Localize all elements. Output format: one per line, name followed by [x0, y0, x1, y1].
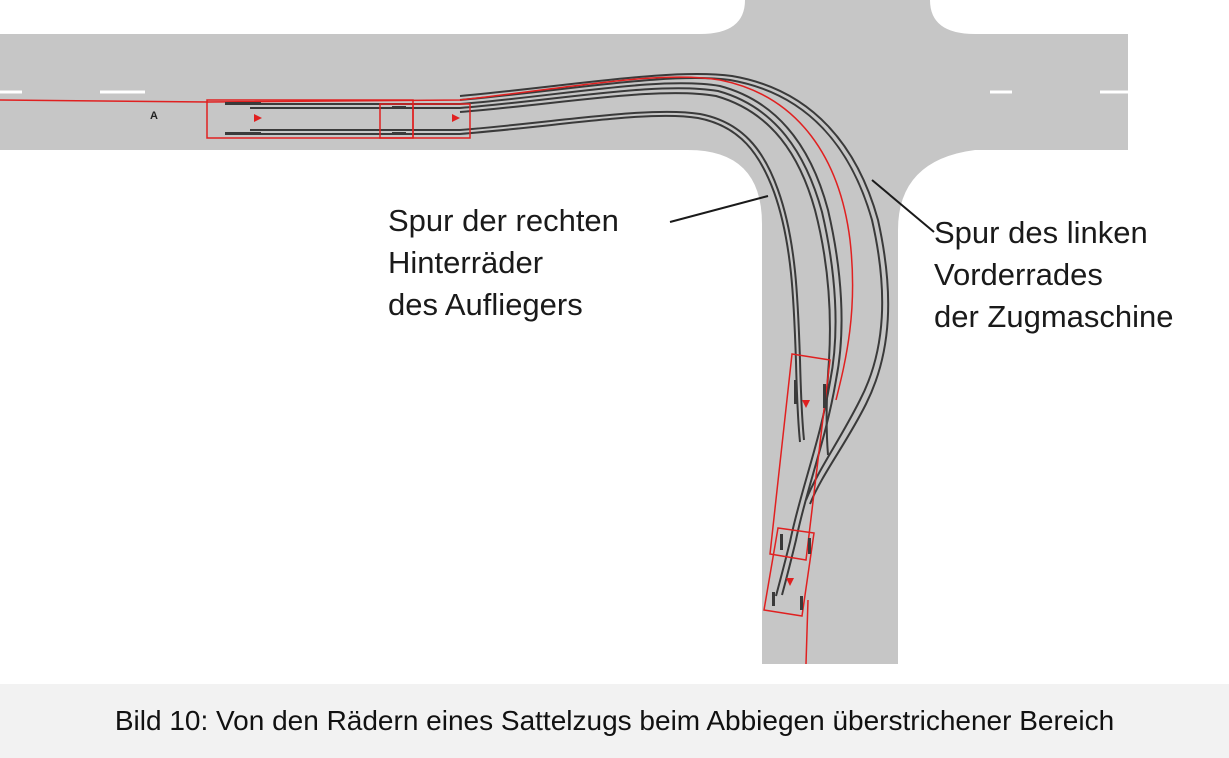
leader-line-left: [669, 195, 769, 223]
swept-path-line-lower: [805, 599, 809, 665]
turning-diagram: A: [0, 0, 1128, 665]
annotation-left-line: Hinterräder: [388, 245, 544, 280]
leader-line-right: [871, 179, 935, 233]
figure-caption: Bild 10: Von den Rädern eines Sattelzugs…: [0, 684, 1229, 758]
caption-text: Bild 10: Von den Rädern eines Sattelzugs…: [114, 705, 1115, 736]
swept-path: [0, 76, 854, 665]
track-2: [250, 87, 837, 597]
tractor-outline-final: [763, 527, 815, 617]
vehicle-final-position: [763, 353, 831, 617]
leader-lines: [669, 179, 935, 233]
point-label: A: [150, 110, 158, 122]
tractor-outline: [379, 103, 471, 139]
annotation-right-line: Spur des linken: [934, 215, 1148, 250]
annotation-left: Spur der rechten Hinterräder des Auflieg…: [388, 200, 619, 326]
track-7: [459, 73, 890, 505]
road-crossing-top: [700, 0, 975, 34]
track-1: [250, 82, 843, 596]
swept-path-line: [0, 76, 854, 401]
wheel-marks: [225, 102, 826, 610]
annotation-right-line: Vorderrades: [934, 257, 1103, 292]
arrow-icon: [254, 114, 262, 122]
annotation-right-line: der Zugmaschine: [934, 299, 1174, 334]
annotation-left-line: des Aufliegers: [388, 287, 583, 322]
wheel-tracks: [250, 73, 890, 597]
annotation-right: Spur des linken Vorderrades der Zugmasch…: [934, 212, 1174, 338]
track-3: [250, 110, 805, 441]
track-4: [250, 114, 801, 443]
arrow-icon: [786, 578, 794, 586]
direction-arrows: [254, 114, 810, 586]
vehicle-initial-position: [206, 99, 471, 139]
road-crossing-bottom: [898, 150, 975, 230]
annotation-left-line: Spur der rechten: [388, 203, 619, 238]
arrow-icon: [802, 400, 810, 408]
road-corner-fillet: [688, 150, 762, 224]
arrow-icon: [452, 114, 460, 122]
trailer-outline-final: [769, 353, 831, 561]
track-6: [459, 77, 884, 501]
